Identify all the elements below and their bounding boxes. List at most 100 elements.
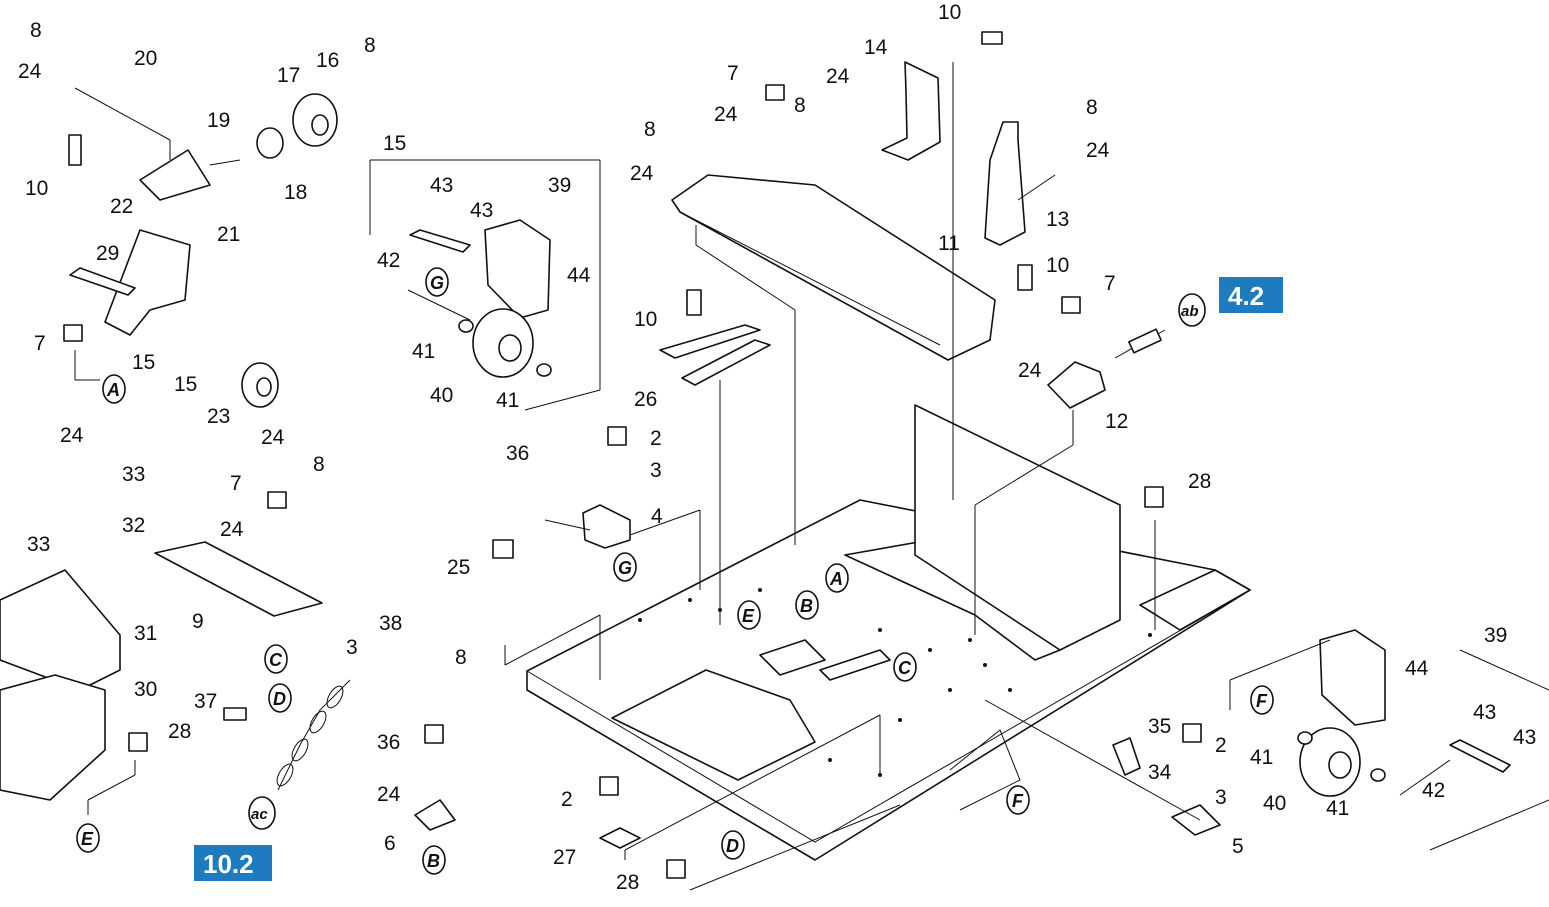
callout-4: 4	[651, 505, 663, 528]
chassis-frame	[526, 404, 1251, 861]
callout-43: 43	[470, 199, 493, 222]
callout-23: 23	[207, 405, 230, 428]
letter-E: E	[742, 606, 755, 626]
callout-28: 28	[168, 720, 191, 743]
callout-8: 8	[455, 646, 467, 669]
callout-39: 39	[1484, 624, 1507, 647]
callout-7: 7	[230, 472, 242, 495]
callout-17: 17	[277, 64, 300, 87]
bracket-21	[104, 229, 191, 336]
chain-ac	[276, 679, 351, 791]
callout-36: 36	[377, 731, 400, 754]
callout-24: 24	[826, 65, 850, 88]
callout-2: 2	[1215, 734, 1227, 757]
letter-G: G	[430, 273, 444, 293]
letter-C: C	[898, 658, 912, 678]
callout-12: 12	[1105, 410, 1128, 433]
washers-41-left	[458, 319, 552, 377]
callout-18: 18	[284, 181, 307, 204]
callout-15: 15	[383, 132, 406, 155]
bolts	[63, 31, 1202, 879]
callout-29: 29	[96, 242, 119, 265]
callout-8: 8	[313, 453, 325, 476]
letter-D: D	[273, 689, 286, 709]
callout-20: 20	[134, 47, 157, 70]
callout-24: 24	[18, 60, 42, 83]
callout-33: 33	[122, 463, 145, 486]
callout-27: 27	[553, 846, 576, 869]
bracket-6	[414, 799, 456, 831]
callout-14: 14	[864, 36, 888, 59]
callout-42: 42	[377, 249, 400, 272]
letter-C: C	[269, 650, 283, 670]
callout-24: 24	[60, 424, 84, 447]
wheel-bracket-44-right	[1319, 629, 1386, 726]
callout-24: 24	[220, 518, 244, 541]
letter-F: F	[1012, 791, 1024, 811]
callout-24: 24	[261, 426, 285, 449]
callout-41: 41	[496, 389, 519, 412]
bearing-18	[256, 127, 284, 159]
washers-41-right	[1297, 731, 1386, 782]
bracket-12	[1047, 361, 1106, 409]
callout-43: 43	[430, 174, 453, 197]
callout-32: 32	[122, 514, 145, 537]
callout-39: 39	[548, 174, 571, 197]
letter-A: A	[829, 569, 843, 589]
wheel-40-left	[472, 308, 534, 378]
letter-ac: ac	[251, 806, 268, 823]
callout-43: 43	[1473, 701, 1496, 724]
bracket-13	[984, 121, 1026, 246]
callout-15: 15	[174, 373, 197, 396]
pulley-17	[292, 93, 338, 147]
letter-D: D	[726, 836, 739, 856]
page-ref-4-2-label: 4.2	[1228, 281, 1264, 311]
callout-10: 10	[25, 177, 48, 200]
clip-34	[1112, 737, 1141, 776]
idler-23	[241, 362, 279, 408]
letter-ab: ab	[1181, 303, 1199, 320]
callout-24: 24	[714, 103, 738, 126]
callout-28: 28	[616, 871, 639, 894]
mounting-plate-11	[671, 174, 996, 361]
plate-9	[154, 541, 323, 617]
callout-8: 8	[794, 94, 806, 117]
callout-38: 38	[379, 612, 402, 635]
letter-markers: A G G A B E C C D E B D F F ab ac	[76, 267, 1274, 875]
callout-43: 43	[1513, 726, 1536, 749]
callout-33: 33	[27, 533, 50, 556]
callout-34: 34	[1148, 761, 1172, 784]
bracket-27	[599, 827, 641, 849]
bracket-14	[881, 61, 941, 161]
callout-2: 2	[561, 788, 573, 811]
page-ref-10-2-label: 10.2	[203, 849, 254, 879]
callout-37: 37	[194, 690, 217, 713]
callout-7: 7	[34, 332, 46, 355]
callout-42: 42	[1422, 779, 1445, 802]
callout-10: 10	[938, 1, 961, 24]
page-ref-4-2[interactable]: 4.2	[1219, 277, 1283, 313]
bracket-5	[1171, 804, 1221, 836]
callout-36: 36	[506, 442, 529, 465]
callout-44: 44	[1405, 657, 1429, 680]
callout-8: 8	[1086, 96, 1098, 119]
callout-24: 24	[1018, 359, 1042, 382]
callout-3: 3	[1215, 786, 1227, 809]
callout-44: 44	[567, 264, 591, 287]
bracket-22	[139, 149, 211, 201]
callout-30: 30	[134, 678, 157, 701]
callout-labels: 8 24 10 20 19 17 16 8 15 18 22 29 21 7 1…	[18, 1, 1536, 894]
callout-35: 35	[1148, 715, 1171, 738]
callout-8: 8	[644, 118, 656, 141]
letter-B: B	[800, 596, 813, 616]
letter-G: G	[618, 558, 632, 578]
callout-8: 8	[30, 19, 42, 42]
callout-41: 41	[1250, 746, 1273, 769]
bracket-4	[582, 504, 631, 549]
page-ref-10-2[interactable]: 10.2	[194, 845, 272, 881]
callout-2: 2	[650, 427, 662, 450]
callout-8: 8	[364, 34, 376, 57]
callout-15: 15	[132, 351, 155, 374]
wheel-40-right	[1299, 727, 1361, 797]
